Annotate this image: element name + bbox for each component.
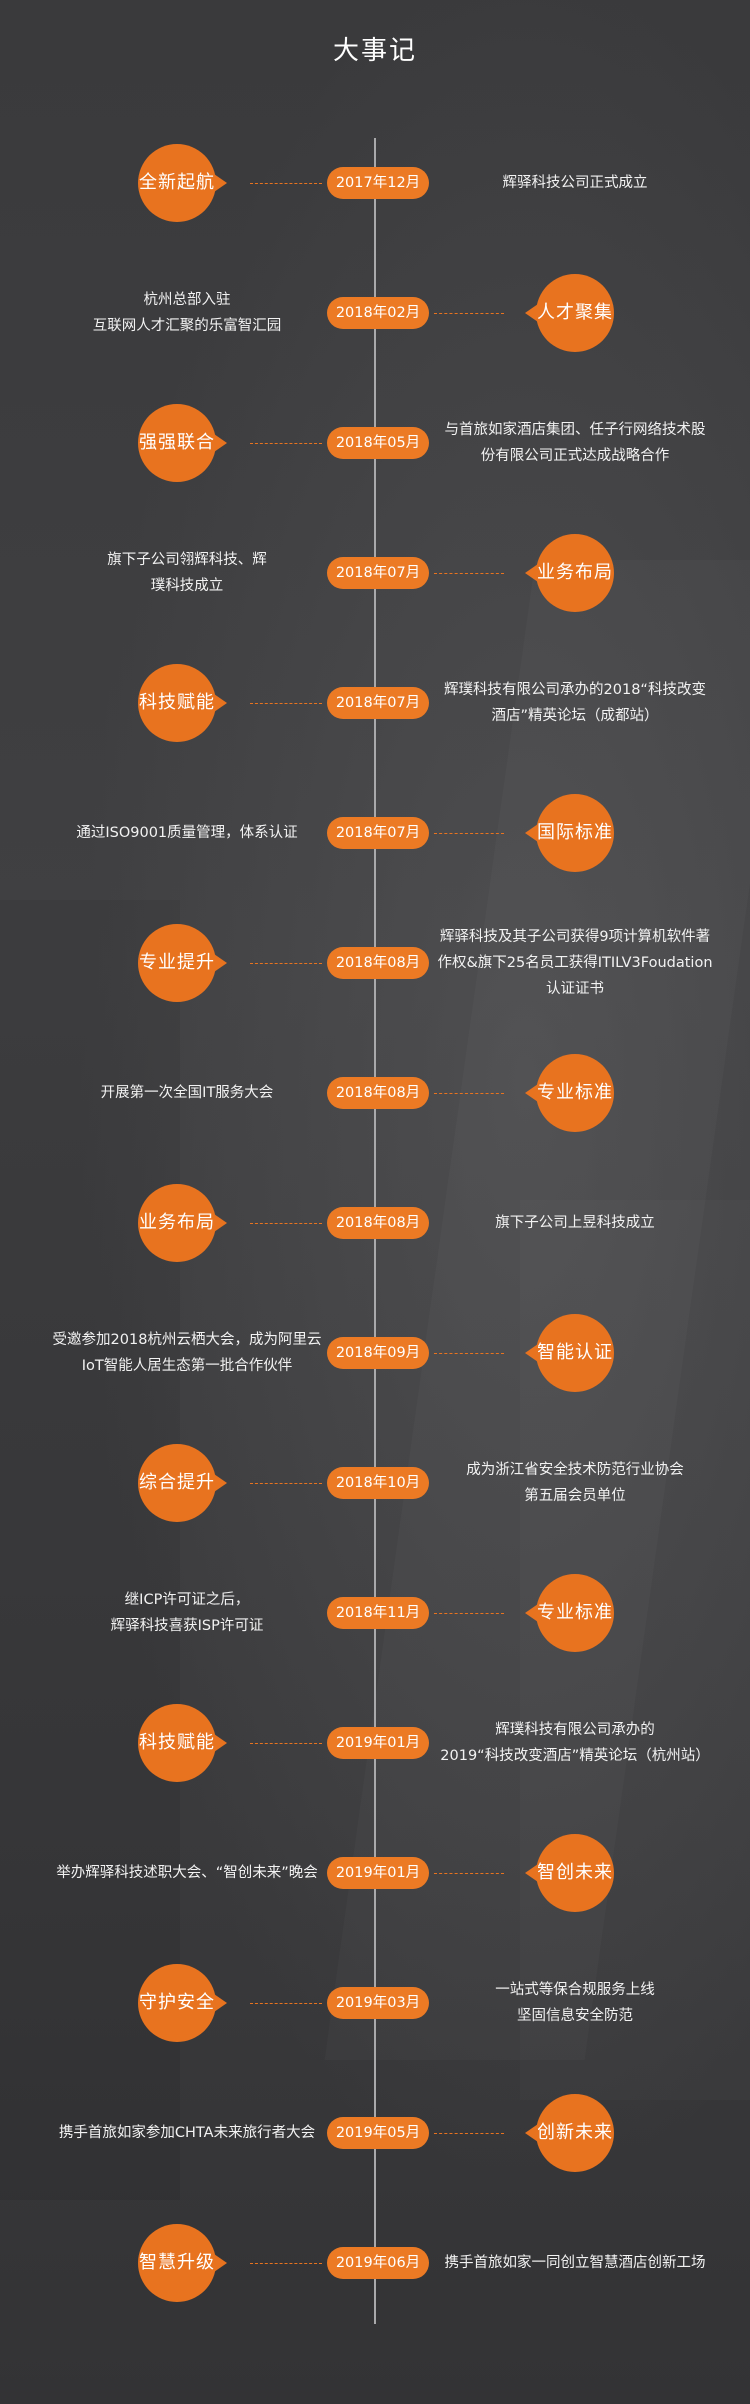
date-pill: 2018年05月 xyxy=(327,427,429,459)
date-pill: 2018年08月 xyxy=(327,1207,429,1239)
date-pill: 2019年06月 xyxy=(327,2247,429,2279)
date-pill: 2019年05月 xyxy=(327,2117,429,2149)
event-description: 一站式等保合规服务上线 坚固信息安全防范 xyxy=(495,1982,655,2024)
date-pill: 2019年03月 xyxy=(327,1987,429,2019)
date-pill: 2018年10月 xyxy=(327,1467,429,1499)
event-description: 辉璞科技有限公司承办的2018“科技改变 酒店”精英论坛（成都站） xyxy=(444,682,706,724)
page-title: 大事记 xyxy=(332,36,417,66)
dashed-connector xyxy=(250,443,322,444)
dashed-connector xyxy=(250,2263,322,2264)
date-pill: 2017年12月 xyxy=(327,167,429,199)
dashed-connector xyxy=(434,1093,504,1094)
date-pill: 2018年07月 xyxy=(327,817,429,849)
event-description: 辉璞科技有限公司承办的 2019“科技改变酒店”精英论坛（杭州站） xyxy=(440,1722,710,1764)
milestone-badge: 人才聚集 xyxy=(525,274,614,352)
milestone-badge: 守护安全 xyxy=(138,1964,227,2042)
event-description: 与首旅如家酒店集团、任子行网络技术股 份有限公司正式达成战略合作 xyxy=(444,422,706,464)
dashed-connector xyxy=(434,2133,504,2134)
dashed-connector xyxy=(250,2003,322,2004)
date-pill: 2018年07月 xyxy=(327,687,429,719)
date-pill: 2019年01月 xyxy=(327,1857,429,1889)
event-description: 携手首旅如家一同创立智慧酒店创新工场 xyxy=(444,2255,706,2271)
date-pill: 2018年11月 xyxy=(327,1597,429,1629)
milestone-badge: 智能认证 xyxy=(525,1314,614,1392)
event-description: 继ICP许可证之后， 辉驿科技喜获ISP许可证 xyxy=(110,1592,264,1634)
milestone-badge: 全新起航 xyxy=(138,144,227,222)
dashed-connector xyxy=(434,1613,504,1614)
event-description: 携手首旅如家参加CHTA未来旅行者大会 xyxy=(58,2125,316,2141)
event-description: 举办辉驿科技述职大会、“智创未来”晚会 xyxy=(56,1865,318,1881)
date-pill: 2019年01月 xyxy=(327,1727,429,1759)
event-description: 旗下子公司翎辉科技、辉 璞科技成立 xyxy=(107,552,267,594)
event-description: 成为浙江省安全技术防范行业协会 第五届会员单位 xyxy=(466,1462,684,1504)
milestone-badge: 强强联合 xyxy=(138,404,227,482)
dashed-connector xyxy=(434,573,504,574)
event-description: 受邀参加2018杭州云栖大会，成为阿里云 IoT智能人居生态第一批合作伙伴 xyxy=(52,1332,322,1374)
dashed-connector xyxy=(250,183,322,184)
event-description: 旗下子公司上昱科技成立 xyxy=(495,1215,655,1231)
event-description: 杭州总部入驻 互联网人才汇聚的乐富智汇园 xyxy=(92,292,282,334)
event-description: 通过ISO9001质量管理，体系认证 xyxy=(76,825,298,841)
dashed-connector xyxy=(434,1353,504,1354)
dashed-connector xyxy=(250,1743,322,1744)
milestone-badge: 综合提升 xyxy=(138,1444,227,1522)
milestone-badge: 业务布局 xyxy=(525,534,614,612)
date-pill: 2018年02月 xyxy=(327,297,429,329)
dashed-connector xyxy=(250,1483,322,1484)
milestone-badge: 业务布局 xyxy=(138,1184,227,1262)
milestone-badge: 专业提升 xyxy=(138,924,227,1002)
dashed-connector xyxy=(434,313,504,314)
milestone-badge: 专业标准 xyxy=(525,1574,614,1652)
milestone-badge: 智创未来 xyxy=(525,1834,614,1912)
event-description: 开展第一次全国IT服务大会 xyxy=(100,1085,274,1101)
milestone-badge: 创新未来 xyxy=(525,2094,614,2172)
dashed-connector xyxy=(250,963,322,964)
milestone-badge: 科技赋能 xyxy=(138,1704,227,1782)
dashed-connector xyxy=(434,833,504,834)
date-pill: 2018年08月 xyxy=(327,947,429,979)
milestone-badge: 专业标准 xyxy=(525,1054,614,1132)
milestone-badge: 智慧升级 xyxy=(138,2224,227,2302)
milestone-badge: 国际标准 xyxy=(525,794,614,872)
dashed-connector xyxy=(250,1223,322,1224)
milestone-badge: 科技赋能 xyxy=(138,664,227,742)
date-pill: 2018年08月 xyxy=(327,1077,429,1109)
event-description: 辉驿科技公司正式成立 xyxy=(502,175,648,191)
dashed-connector xyxy=(434,1873,504,1874)
event-description: 辉驿科技及其子公司获得9项计算机软件著 作权&旗下25名员工获得ITILV3Fo… xyxy=(437,929,713,997)
date-pill: 2018年07月 xyxy=(327,557,429,589)
dashed-connector xyxy=(250,703,322,704)
date-pill: 2018年09月 xyxy=(327,1337,429,1369)
